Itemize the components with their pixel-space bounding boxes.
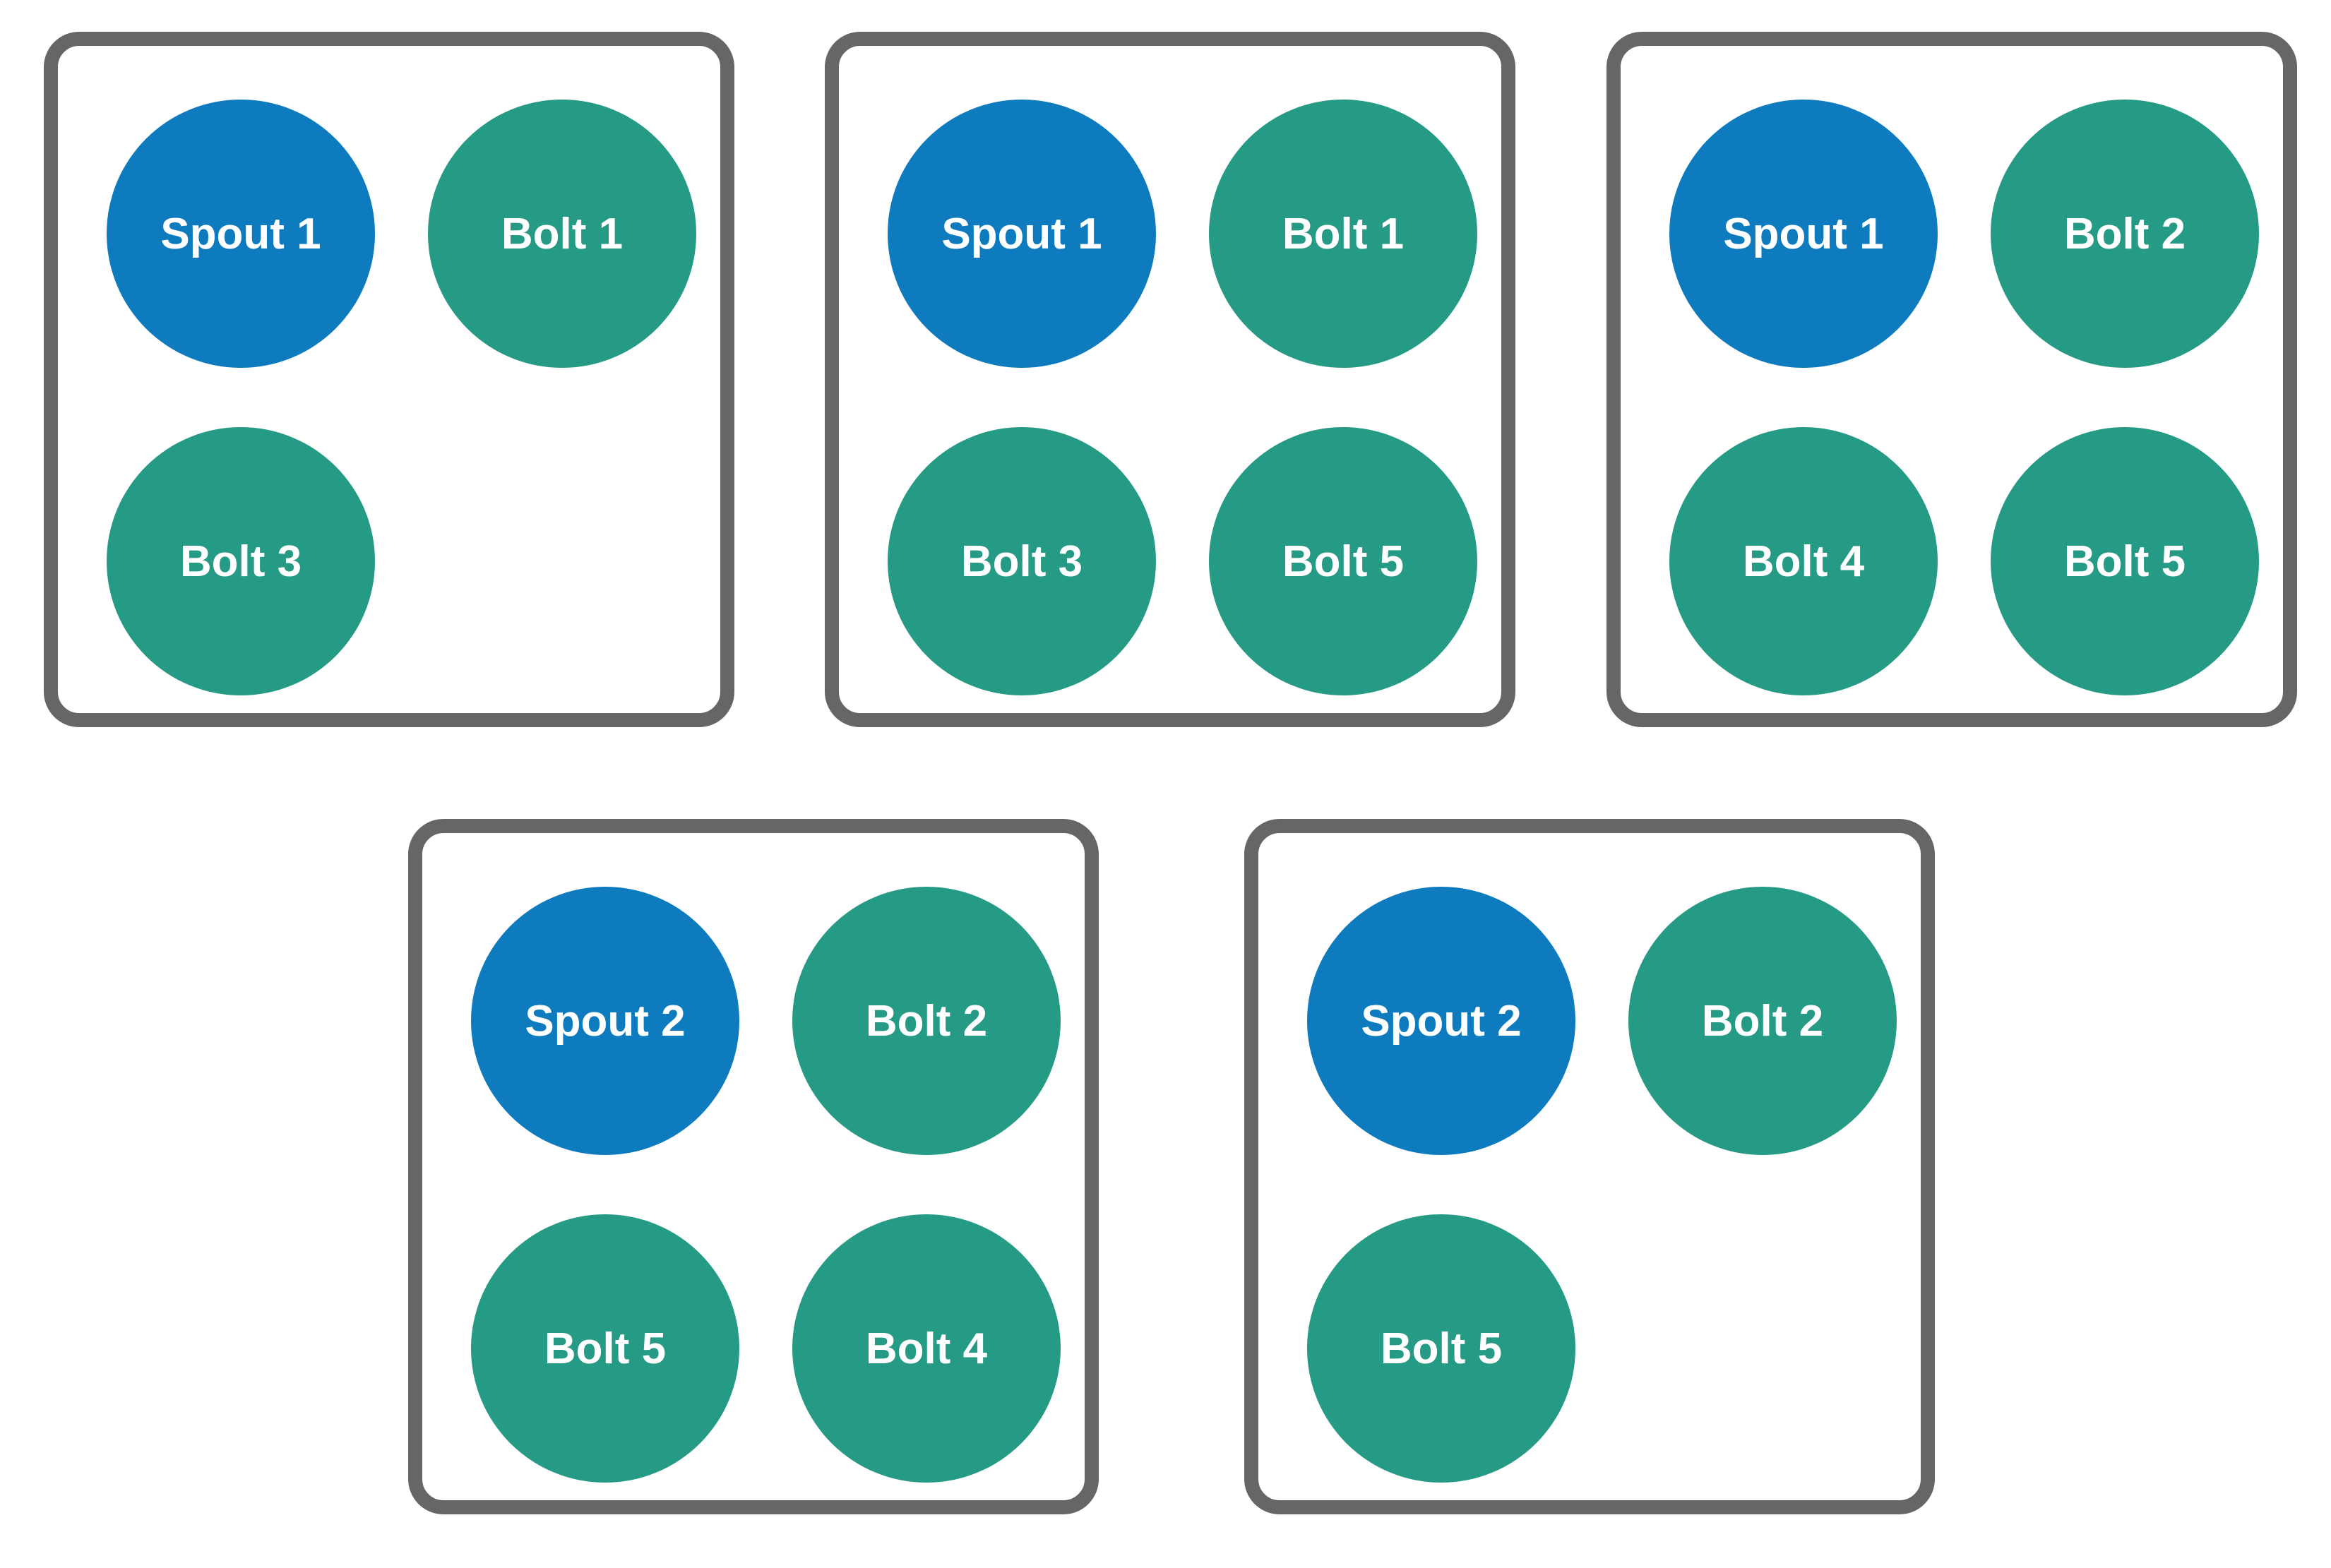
- node-label: Bolt 1: [1282, 209, 1405, 258]
- spout-node: Spout 1: [1669, 100, 1938, 368]
- bolt-node: Bolt 5: [1209, 427, 1477, 695]
- node-label: Spout 1: [941, 209, 1102, 258]
- node-label: Bolt 4: [1742, 537, 1865, 586]
- node-label: Bolt 5: [1380, 1324, 1503, 1373]
- node-label: Bolt 3: [960, 537, 1083, 586]
- node-label: Spout 1: [1723, 209, 1884, 258]
- node-label: Bolt 2: [1701, 996, 1824, 1046]
- bolt-node: Bolt 2: [1628, 887, 1897, 1155]
- worker-box-1: Spout 1 Bolt 1 Bolt 3: [44, 32, 734, 727]
- bolt-node: Bolt 5: [1991, 427, 2259, 695]
- worker-box-5: Spout 2 Bolt 2 Bolt 5: [1244, 819, 1935, 1514]
- node-label: Bolt 5: [2063, 537, 2186, 586]
- spout-node: Spout 1: [107, 100, 375, 368]
- bolt-node: Bolt 3: [888, 427, 1156, 695]
- node-label: Bolt 1: [501, 209, 624, 258]
- node-label: Bolt 3: [179, 537, 302, 586]
- bolt-node: Bolt 5: [471, 1214, 739, 1483]
- spout-node: Spout 2: [471, 887, 739, 1155]
- node-label: Bolt 5: [1282, 537, 1405, 586]
- node-label: Bolt 2: [2063, 209, 2186, 258]
- spout-node: Spout 2: [1307, 887, 1575, 1155]
- bolt-node: Bolt 2: [792, 887, 1061, 1155]
- node-label: Bolt 5: [544, 1324, 667, 1373]
- worker-box-4: Spout 2 Bolt 2 Bolt 5 Bolt 4: [408, 819, 1099, 1514]
- bolt-node: Bolt 1: [428, 100, 696, 368]
- bolt-node: Bolt 5: [1307, 1214, 1575, 1483]
- node-label: Spout 2: [1361, 996, 1522, 1046]
- spout-node: Spout 1: [888, 100, 1156, 368]
- bolt-node: Bolt 1: [1209, 100, 1477, 368]
- worker-box-3: Spout 1 Bolt 2 Bolt 4 Bolt 5: [1606, 32, 2297, 727]
- bolt-node: Bolt 3: [107, 427, 375, 695]
- node-label: Bolt 2: [865, 996, 988, 1046]
- node-label: Spout 1: [160, 209, 321, 258]
- node-label: Spout 2: [525, 996, 686, 1046]
- node-label: Bolt 4: [865, 1324, 988, 1373]
- bolt-node: Bolt 4: [1669, 427, 1938, 695]
- worker-box-2: Spout 1 Bolt 1 Bolt 3 Bolt 5: [825, 32, 1515, 727]
- bolt-node: Bolt 2: [1991, 100, 2259, 368]
- bolt-node: Bolt 4: [792, 1214, 1061, 1483]
